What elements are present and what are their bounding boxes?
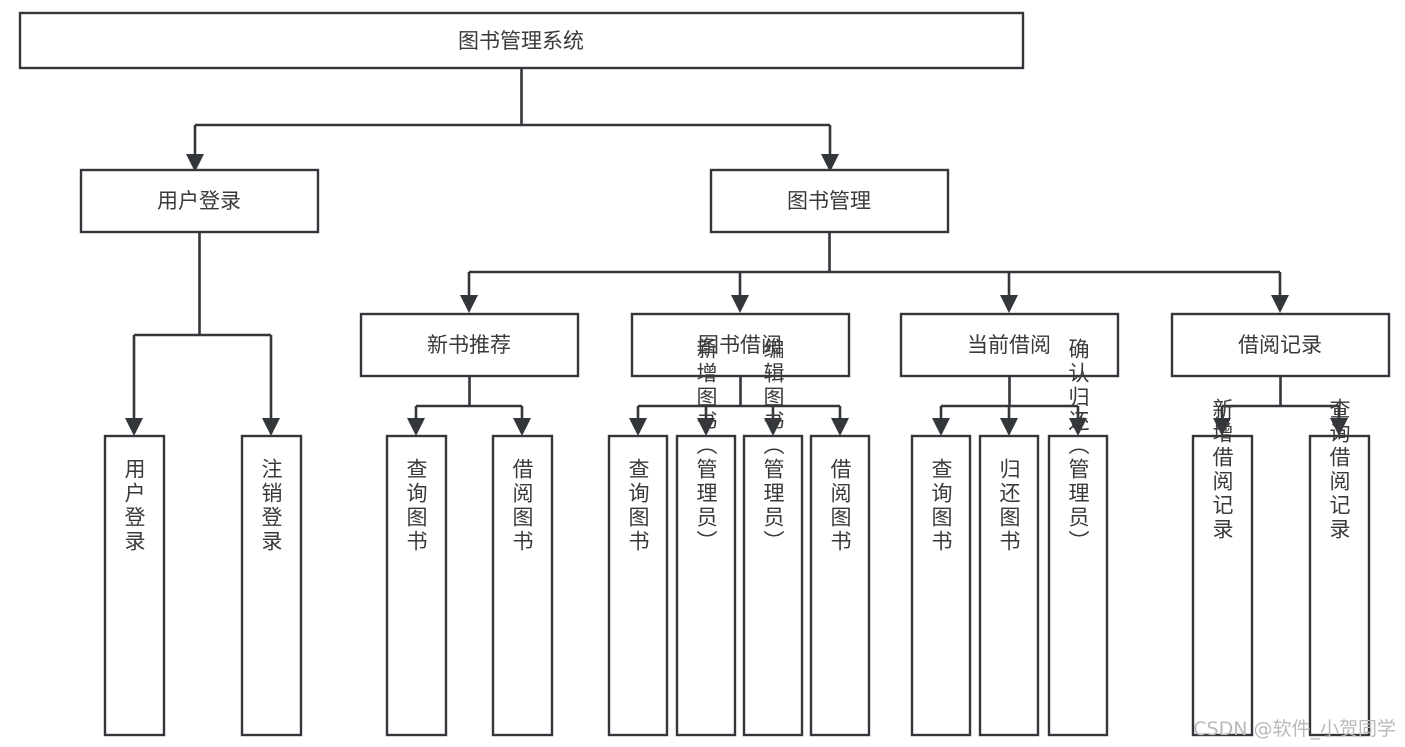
node-leaf-add-book-box[interactable] [675, 434, 737, 737]
node-leaf-query-book-b-box[interactable] [607, 434, 669, 737]
node-leaf-query-book-a-label: 查询图书 [404, 458, 428, 554]
node-book-manage[interactable]: 图书管理 [709, 168, 950, 234]
node-leaf-query-book-a[interactable]: 查询图书 [385, 434, 448, 737]
node-leaf-query-book-c[interactable]: 查询图书 [910, 434, 972, 737]
node-leaf-query-record[interactable]: 查询借阅记录 [1308, 398, 1371, 737]
arrow-to-leaf-confirm-return [1069, 418, 1087, 436]
node-leaf-borrow-book-b[interactable]: 借阅图书 [809, 434, 871, 737]
node-leaf-return-book-label: 归还图书 [997, 458, 1021, 554]
arrow-to-leaf-return-book [1000, 418, 1018, 436]
node-leaf-add-book-label: 新增图书（管理员） [694, 338, 718, 554]
node-leaf-query-book-a-box[interactable] [385, 434, 448, 737]
node-leaf-edit-book[interactable]: 编辑图书（管理员） [742, 338, 804, 737]
node-leaf-edit-book-label: 编辑图书（管理员） [761, 338, 785, 554]
node-leaf-query-book-b-label: 查询图书 [626, 458, 650, 554]
node-root-box[interactable] [18, 11, 1025, 70]
arrow-to-new-book-rec [460, 295, 478, 313]
connector-book-borrow-to-leaves [636, 377, 842, 420]
watermark-label: CSDN @软件_小贺同学 [1193, 718, 1396, 740]
connector-new-book-rec-to-leaves [414, 377, 524, 420]
node-current-borrow-label: 当前借阅 [967, 333, 1051, 357]
arrow-to-leaf-query-record [1330, 418, 1348, 436]
node-borrow-record-box[interactable] [1170, 312, 1391, 378]
node-leaf-borrow-book-b-label: 借阅图书 [828, 458, 852, 554]
arrow-to-leaf-query-book-a [407, 418, 425, 436]
node-new-book-rec[interactable]: 新书推荐 [359, 312, 580, 378]
node-book-borrow-label: 图书借阅 [698, 333, 782, 357]
node-leaf-return-book-box[interactable] [978, 434, 1040, 737]
node-leaf-add-record-label: 新增借阅记录 [1210, 398, 1234, 542]
node-new-book-rec-box[interactable] [359, 312, 580, 378]
node-leaf-borrow-book-a-label: 借阅图书 [510, 458, 534, 554]
node-current-borrow[interactable]: 当前借阅 [899, 312, 1120, 378]
arrow-to-leaf-query-book-c [932, 418, 950, 436]
node-new-book-rec-label: 新书推荐 [427, 333, 511, 357]
arrow-to-leaf-add-book [697, 418, 715, 436]
node-leaf-borrow-book-a[interactable]: 借阅图书 [491, 434, 554, 737]
arrow-to-leaf-logout [262, 418, 280, 436]
node-leaf-user-login[interactable]: 用户登录 [103, 434, 166, 737]
node-leaf-logout[interactable]: 注销登录 [240, 434, 303, 737]
node-leaf-add-book[interactable]: 新增图书（管理员） [675, 338, 737, 737]
node-leaf-borrow-book-a-box[interactable] [491, 434, 554, 737]
node-leaf-query-book-c-box[interactable] [910, 434, 972, 737]
node-current-borrow-box[interactable] [899, 312, 1120, 378]
node-leaf-user-login-box[interactable] [103, 434, 166, 737]
node-book-borrow-box[interactable] [630, 312, 851, 378]
connector-borrow-record-to-leaves [1220, 377, 1341, 420]
node-book-borrow[interactable]: 图书借阅 [630, 312, 851, 378]
node-user-login[interactable]: 用户登录 [79, 168, 320, 234]
node-leaf-logout-box[interactable] [240, 434, 303, 737]
node-leaf-return-book[interactable]: 归还图书 [978, 434, 1040, 737]
node-leaf-query-record-label: 查询借阅记录 [1327, 398, 1351, 542]
node-leaf-query-book-b[interactable]: 查询图书 [607, 434, 669, 737]
node-leaf-logout-label: 注销登录 [259, 458, 283, 554]
node-leaf-confirm-return[interactable]: 确认归还（管理员） [1047, 338, 1109, 737]
node-user-login-label: 用户登录 [157, 189, 241, 213]
node-book-manage-box[interactable] [709, 168, 950, 234]
node-borrow-record-label: 借阅记录 [1238, 333, 1322, 357]
arrow-to-leaf-add-record [1213, 418, 1231, 436]
node-leaf-query-record-box[interactable] [1308, 434, 1371, 737]
node-leaf-query-book-c-label: 查询图书 [929, 458, 953, 554]
connector-current-borrow-to-leaves [939, 377, 1080, 420]
node-leaf-add-record-box[interactable] [1191, 434, 1254, 737]
arrow-to-leaf-query-book-b [629, 418, 647, 436]
arrow-to-leaf-borrow-book-a [513, 418, 531, 436]
arrow-to-book-manage [821, 154, 839, 172]
connector-root-to-level1 [193, 68, 832, 156]
node-leaf-borrow-book-b-box[interactable] [809, 434, 871, 737]
node-leaf-edit-book-box[interactable] [742, 434, 804, 737]
arrow-to-book-borrow [731, 295, 749, 313]
connector-layer [125, 68, 1348, 436]
connector-book-manage-to-level2 [467, 232, 1282, 297]
node-leaf-add-record[interactable]: 新增借阅记录 [1191, 398, 1254, 737]
node-leaf-confirm-return-box[interactable] [1047, 434, 1109, 737]
node-root[interactable]: 图书管理系统 [18, 11, 1025, 70]
arrow-to-current-borrow [1000, 295, 1018, 313]
node-leaf-confirm-return-label: 确认归还（管理员） [1066, 338, 1090, 554]
node-book-manage-label: 图书管理 [787, 189, 871, 213]
connector-user-login-to-leaves [132, 232, 273, 420]
node-root-label: 图书管理系统 [458, 29, 584, 53]
node-borrow-record[interactable]: 借阅记录 [1170, 312, 1391, 378]
arrow-to-leaf-edit-book [764, 418, 782, 436]
arrow-to-user-login [186, 154, 204, 172]
node-user-login-box[interactable] [79, 168, 320, 234]
arrow-to-leaf-borrow-book-b [831, 418, 849, 436]
arrow-to-borrow-record [1271, 295, 1289, 313]
arrow-to-leaf-user-login [125, 418, 143, 436]
node-leaf-user-login-label: 用户登录 [122, 458, 146, 554]
